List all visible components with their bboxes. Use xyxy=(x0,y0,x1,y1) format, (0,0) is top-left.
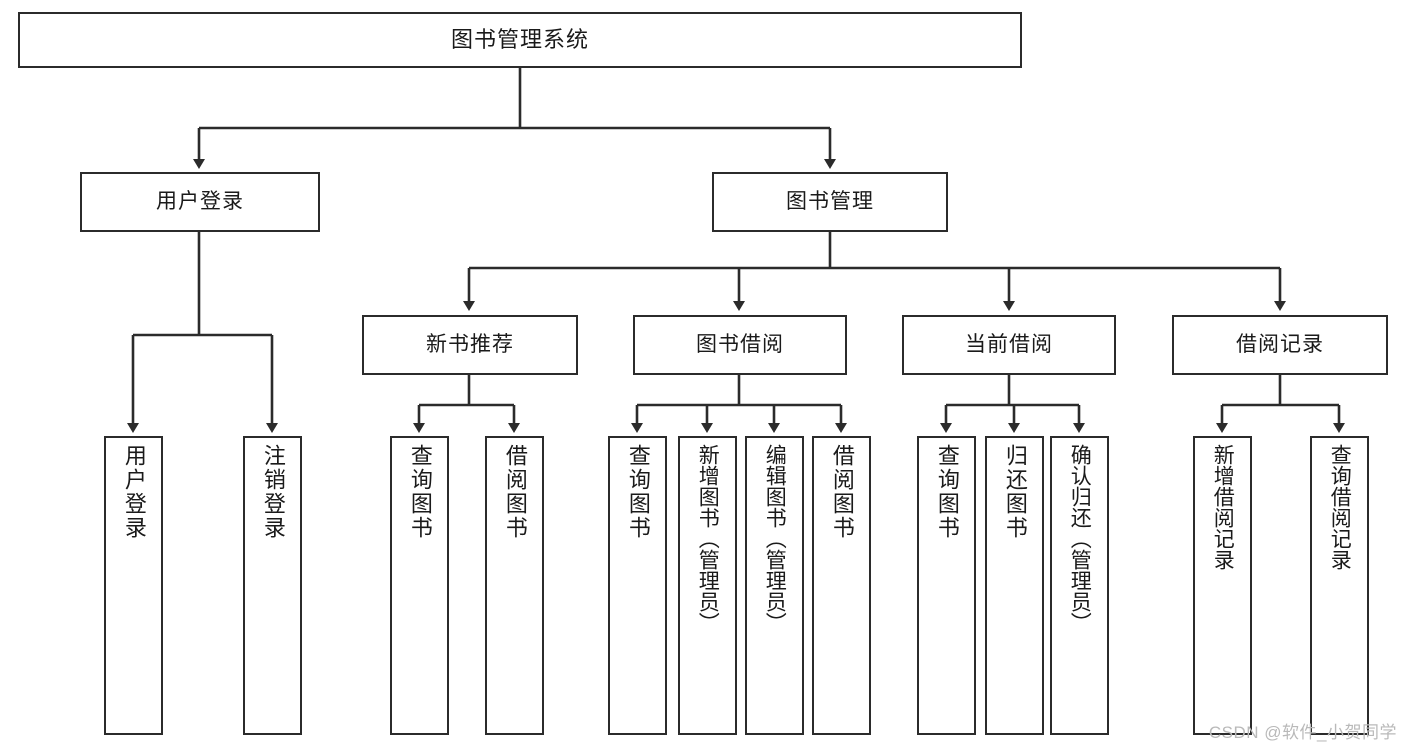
node-leaf-user-login[interactable]: 用户登录 xyxy=(104,436,163,735)
node-label: 新书推荐 xyxy=(426,332,514,356)
node-label: 图书管理系统 xyxy=(450,27,589,53)
node-label: 确认归还（管理员） xyxy=(1068,444,1092,633)
node-label: 查询图书 xyxy=(625,444,651,540)
node-leaf-query-book-borrow[interactable]: 查询图书 xyxy=(608,436,667,735)
node-label: 借阅记录 xyxy=(1236,332,1324,356)
node-label: 查询图书 xyxy=(934,444,960,540)
node-label: 图书借阅 xyxy=(696,332,784,356)
node-leaf-query-book-recommend[interactable]: 查询图书 xyxy=(390,436,449,735)
node-label: 查询借阅记录 xyxy=(1328,444,1352,570)
node-leaf-return-book[interactable]: 归还图书 xyxy=(985,436,1044,735)
node-leaf-borrow-book[interactable]: 借阅图书 xyxy=(812,436,871,735)
node-new-book-recommend[interactable]: 新书推荐 xyxy=(362,315,578,375)
node-label: 用户登录 xyxy=(156,189,244,213)
node-leaf-query-book-current[interactable]: 查询图书 xyxy=(917,436,976,735)
node-label: 借阅图书 xyxy=(829,444,855,540)
node-label: 当前借阅 xyxy=(965,332,1053,356)
node-leaf-add-book-admin[interactable]: 新增图书（管理员） xyxy=(678,436,737,735)
node-label: 用户登录 xyxy=(121,444,147,540)
node-leaf-confirm-return-admin[interactable]: 确认归还（管理员） xyxy=(1050,436,1109,735)
node-user-login[interactable]: 用户登录 xyxy=(80,172,320,232)
node-label: 新增借阅记录 xyxy=(1211,444,1235,570)
node-leaf-query-borrow-record[interactable]: 查询借阅记录 xyxy=(1310,436,1369,735)
node-current-borrow[interactable]: 当前借阅 xyxy=(902,315,1116,375)
node-root-book-management-system[interactable]: 图书管理系统 xyxy=(18,12,1022,68)
node-label: 图书管理 xyxy=(786,189,874,213)
node-leaf-logout-login[interactable]: 注销登录 xyxy=(243,436,302,735)
node-label: 编辑图书（管理员） xyxy=(763,444,787,633)
node-label: 查询图书 xyxy=(407,444,433,540)
node-leaf-edit-book-admin[interactable]: 编辑图书（管理员） xyxy=(745,436,804,735)
node-book-borrow[interactable]: 图书借阅 xyxy=(633,315,847,375)
node-label: 借阅图书 xyxy=(502,444,528,540)
node-borrow-record[interactable]: 借阅记录 xyxy=(1172,315,1388,375)
node-label: 新增图书（管理员） xyxy=(696,444,720,633)
node-book-management[interactable]: 图书管理 xyxy=(712,172,948,232)
node-leaf-add-borrow-record[interactable]: 新增借阅记录 xyxy=(1193,436,1252,735)
node-label: 归还图书 xyxy=(1002,444,1028,540)
node-leaf-borrow-book-recommend[interactable]: 借阅图书 xyxy=(485,436,544,735)
node-label: 注销登录 xyxy=(260,444,286,540)
csdn-watermark: CSDN @软件_小贺同学 xyxy=(1208,723,1397,742)
